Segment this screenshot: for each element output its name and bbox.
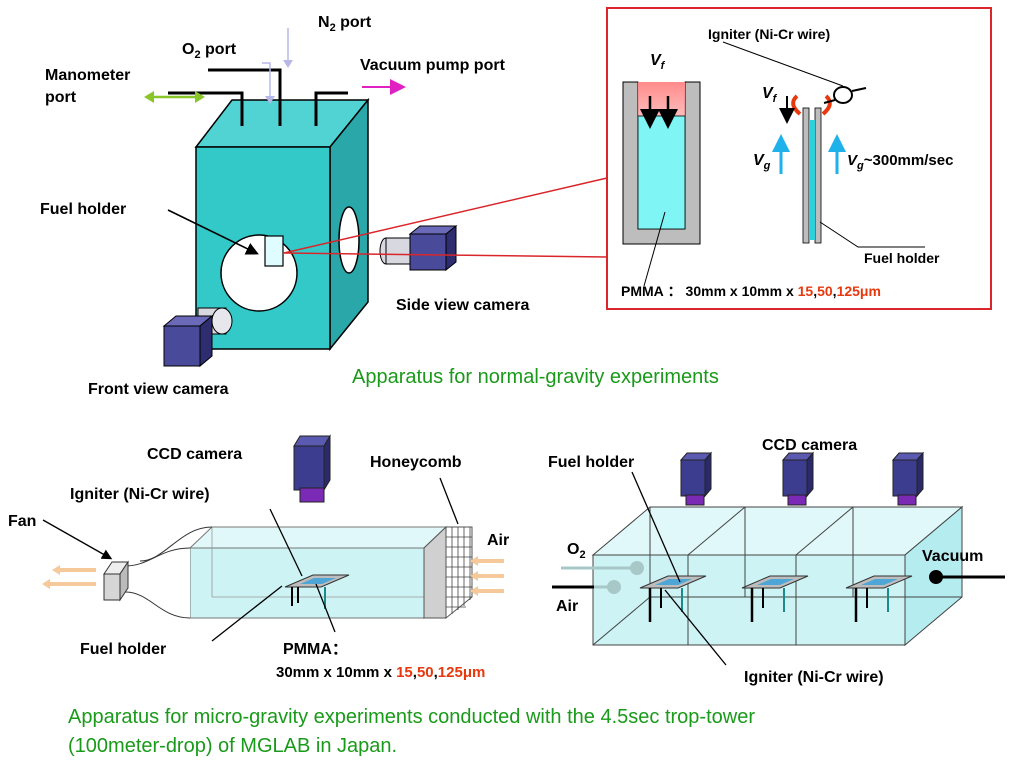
micro-gravity-caption-line2: (100meter-drop) of MGLAB in Japan. [68, 735, 398, 757]
chamber-fuel-holder-3 [845, 575, 913, 622]
igniter-label: Igniter (Ni-Cr wire) [70, 486, 210, 503]
chamber-fuel-holder-label: Fuel holder [548, 454, 634, 471]
chamber-o2-label: O2 [567, 541, 586, 561]
front-view-camera-label: Front view camera [88, 381, 229, 398]
inset-pmma-label: PMMA ： 30mm x 10mm x 15,50,125μm [621, 283, 881, 299]
inset-vf-label-right: Vf [762, 85, 778, 105]
chamber-ccd-camera-2 [781, 451, 815, 506]
normal-gravity-chamber [144, 28, 406, 352]
chamber-ccd-camera-1 [679, 451, 713, 506]
chamber-air-label: Air [556, 598, 578, 615]
fan-label: Fan [8, 513, 36, 530]
inset-fuel-holder-label: Fuel holder [864, 250, 940, 266]
normal-gravity-caption: Apparatus for normal-gravity experiments [352, 366, 719, 388]
micro-gravity-chamber [552, 471, 1005, 666]
chamber-fuel-holder-1 [639, 575, 707, 622]
chamber-labels: Fuel holder CCD camera O2 Air Vacuum Ign… [548, 437, 983, 686]
pmma-dimensions-label: 30mm x 10mm x 15,50,125μm [276, 664, 485, 681]
n2-port-label: N2 port [318, 14, 372, 34]
inset-vg-label-left: Vg [753, 152, 771, 172]
inset-vg-value-label: Vg~300mm/sec [847, 152, 953, 172]
chamber-ccd-camera-label: CCD camera [762, 437, 857, 454]
air-label: Air [487, 532, 509, 549]
side-view-camera [379, 224, 458, 272]
fuel-holder-sample [264, 235, 284, 267]
chamber-igniter-label: Igniter (Ni-Cr wire) [744, 669, 884, 686]
wind-tunnel-labels: CCD camera Honeycomb Igniter (Ni-Cr wire… [8, 446, 509, 681]
chamber-fuel-holder-2 [741, 575, 809, 622]
front-window [220, 234, 298, 312]
honeycomb-label: Honeycomb [370, 454, 462, 471]
normal-gravity-labels: Manometer port O2 port N2 port Vacuum pu… [40, 14, 530, 398]
front-view-camera [162, 307, 233, 368]
wind-tunnel-ccd-camera [293, 434, 331, 503]
vacuum-pump-port-label: Vacuum pump port [360, 57, 506, 74]
micro-gravity-wind-tunnel [42, 477, 504, 642]
chamber-ccd-camera-3 [891, 451, 925, 506]
fuel-holder-label: Fuel holder [40, 201, 126, 218]
ccd-camera-label: CCD camera [147, 446, 242, 463]
inset-igniter-label: Igniter (Ni-Cr wire) [708, 26, 830, 42]
manometer-label-line1: Manometer [45, 67, 130, 84]
chamber-vacuum-label: Vacuum [922, 548, 983, 565]
manometer-label-line2: port [45, 89, 77, 106]
inset-vf-label-left: Vf [650, 52, 666, 72]
flame-spread-inset: Igniter (Ni-Cr wire) Vf Vf Vg Vg~300mm/s… [606, 7, 992, 310]
fuel-holder-label: Fuel holder [80, 641, 166, 658]
side-view-camera-label: Side view camera [396, 297, 530, 314]
pmma-label: PMMA： [283, 641, 348, 658]
o2-port-label: O2 port [182, 41, 237, 61]
micro-gravity-caption-line1: Apparatus for micro-gravity experiments … [68, 706, 755, 728]
